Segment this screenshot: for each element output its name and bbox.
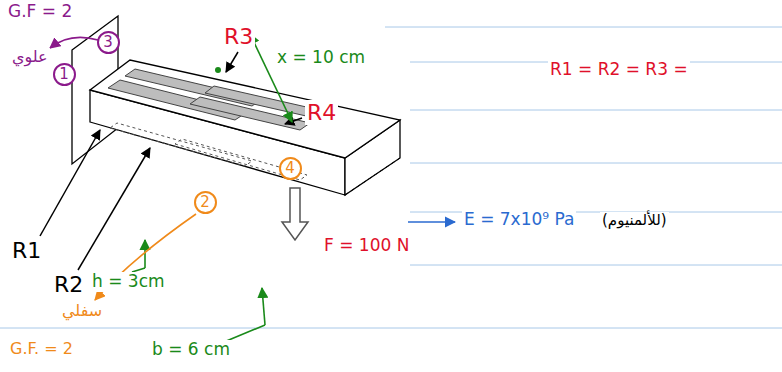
annotation-label: R3 — [222, 24, 255, 49]
annotation-label: b = 6 cm — [150, 340, 232, 360]
annotation-label: (للألمنيوم) — [600, 212, 669, 229]
ruled-line — [0, 27, 782, 328]
callout-circle: 3 — [97, 31, 120, 54]
bottom-gauge — [110, 123, 307, 180]
annotation-label: R1 = R2 = R3 = — [548, 60, 690, 80]
callout-circle: 1 — [53, 63, 76, 86]
force-arrow — [282, 188, 308, 240]
annotation-label: E = 7x10⁹ Pa — [462, 210, 576, 230]
callout-number: 2 — [200, 195, 210, 210]
annotation-label: R2 — [52, 272, 85, 297]
callout-number: 3 — [103, 35, 113, 50]
hidden-edge — [345, 158, 400, 195]
callout-circle: 4 — [279, 157, 302, 180]
pointer-arrow — [408, 221, 455, 223]
annotation-label: سفلي — [60, 302, 104, 320]
pointer-arrow — [50, 37, 98, 48]
callout-number: 1 — [59, 67, 69, 82]
annotation-label: x = 10 cm — [275, 48, 367, 68]
annotation-label: G.F. = 2 — [8, 340, 75, 358]
pointer-arrow — [40, 52, 302, 270]
beam-top-face — [90, 60, 400, 158]
annotation-label: R1 — [10, 238, 43, 263]
annotation-label: علوي — [10, 48, 50, 66]
annotation-label: h = 3cm — [90, 272, 167, 292]
annotation-label: R4 — [305, 100, 338, 125]
annotation-label: G.F = 2 — [6, 2, 74, 22]
marker-dot — [215, 67, 221, 73]
dimension-bracket — [132, 240, 145, 272]
callout-circle: 2 — [194, 191, 217, 214]
callout-number: 4 — [285, 161, 295, 176]
annotation-label: F = 100 N — [322, 236, 411, 256]
